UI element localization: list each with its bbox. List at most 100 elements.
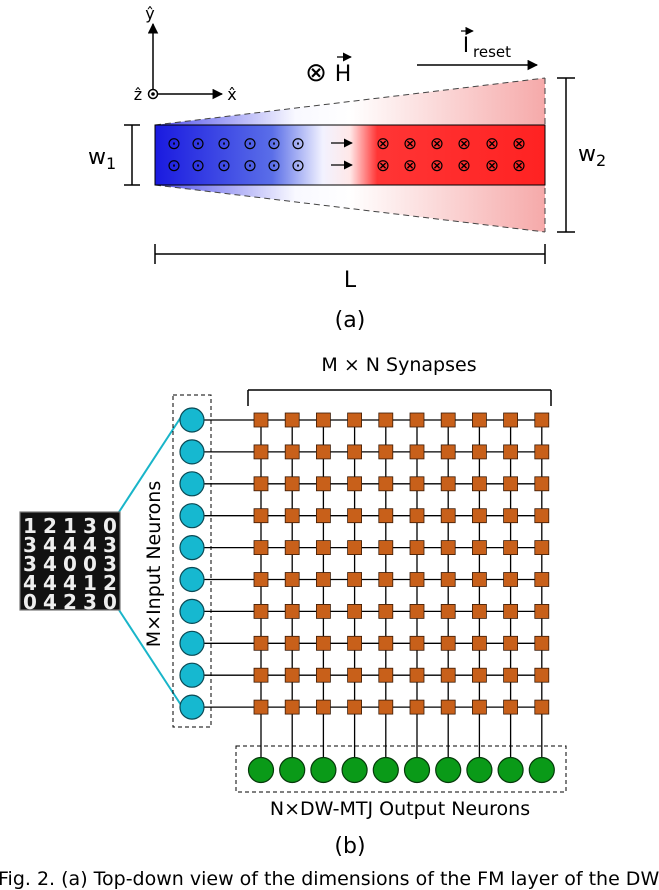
synapse-node	[347, 635, 363, 651]
synapse-node	[315, 604, 331, 619]
out-of-plane-dot-icon: ⊙	[243, 156, 257, 176]
digit-glyph: 4	[23, 571, 37, 595]
synapse-node	[409, 604, 425, 619]
synapse-node	[378, 667, 394, 683]
x-axis-label: x̂	[227, 85, 236, 104]
synapse-node	[378, 635, 394, 651]
reset-current-label: I reset	[417, 26, 539, 71]
synapse-node	[471, 667, 487, 683]
panel-a: ŷ x̂ ẑ ⊗ H I reset ⊙⊙⊙⊙⊙⊙⊗⊗⊗⊗⊗⊗⊙⊙⊙⊙⊙⊙⊗⊗⊗…	[88, 4, 606, 333]
out-of-plane-dot-icon: ⊙	[243, 134, 257, 154]
input-neuron	[179, 471, 205, 497]
synapse-node	[440, 572, 456, 587]
synapse-node	[471, 635, 487, 651]
digit-glyph: 3	[83, 590, 97, 614]
digit-glyph: 4	[63, 533, 77, 557]
synapse-node	[378, 604, 394, 619]
out-of-plane-dot-icon: ⊙	[191, 134, 205, 154]
input-neuron	[179, 662, 205, 688]
digit-glyph: 3	[83, 514, 97, 538]
synapse-node	[253, 508, 269, 524]
out-of-plane-dot-icon: ⊙	[217, 156, 231, 176]
synapse-node	[471, 540, 487, 555]
into-plane-cross-icon: ⊗	[485, 156, 499, 176]
out-of-plane-dot-icon: ⊙	[291, 134, 305, 154]
synapse-node	[378, 508, 394, 524]
into-plane-cross-icon: ⊗	[457, 134, 471, 154]
synapse-node	[315, 540, 331, 555]
digit-glyph: 4	[83, 533, 97, 557]
into-plane-cross-icon: ⊗	[403, 156, 417, 176]
synapses-bracket	[247, 389, 552, 406]
digit-glyph: 2	[63, 590, 77, 614]
input-neuron	[179, 407, 205, 433]
synapse-node	[409, 572, 425, 587]
into-plane-cross-icon: ⊗	[403, 134, 417, 154]
synapse-node	[534, 444, 550, 460]
synapse-node	[284, 572, 300, 587]
synapse-node	[534, 412, 550, 428]
synapse-node	[315, 572, 331, 587]
synapse-node	[378, 476, 394, 492]
synapse-node	[315, 635, 331, 651]
synapse-node	[440, 635, 456, 651]
synapse-node	[378, 572, 394, 587]
synapse-node	[534, 540, 550, 555]
synapse-node	[503, 604, 519, 619]
synapse-node	[409, 508, 425, 524]
synapse-node	[503, 476, 519, 492]
out-of-plane-dot-icon: ⊙	[217, 134, 231, 154]
digit-glyph: 1	[63, 514, 77, 538]
synapse-crossbar	[179, 407, 555, 784]
y-axis-label: ŷ	[145, 4, 154, 23]
synapse-node	[534, 476, 550, 492]
synapse-node	[409, 667, 425, 683]
synapse-node	[284, 508, 300, 524]
out-of-plane-dot-icon: ⊙	[291, 156, 305, 176]
synapse-node	[440, 476, 456, 492]
synapse-node	[503, 572, 519, 587]
output-neuron	[279, 756, 306, 784]
digit-glyph: 2	[103, 571, 117, 595]
synapse-node	[315, 476, 331, 492]
svg-text:w1: w1	[88, 145, 116, 173]
output-neuron	[310, 756, 337, 784]
into-plane-cross-icon: ⊗	[457, 156, 471, 176]
synapse-node	[347, 412, 363, 428]
input-neuron	[179, 598, 205, 625]
output-neuron	[341, 756, 368, 784]
synapse-node	[253, 699, 269, 715]
synapse-node	[378, 412, 394, 428]
magnetic-field-label: ⊗ H	[305, 52, 352, 88]
into-plane-cross-icon: ⊗	[485, 134, 499, 154]
digit-glyph: 3	[23, 552, 37, 576]
output-neuron	[403, 756, 431, 784]
synapse-node	[534, 635, 550, 651]
synapse-node	[440, 699, 456, 715]
synapse-node	[315, 667, 331, 683]
synapse-node	[284, 476, 300, 492]
out-of-plane-dot-icon: ⊙	[191, 156, 205, 176]
synapse-node	[347, 444, 363, 460]
panel-b-label: (b)	[334, 834, 365, 859]
digit-glyph: 1	[83, 571, 97, 595]
w2-label: w	[578, 142, 596, 167]
synapse-node	[440, 444, 456, 460]
field-h-label: H	[335, 62, 352, 87]
output-neurons-box	[235, 745, 567, 793]
synapse-node	[347, 540, 363, 555]
digit-glyph: 1	[23, 514, 37, 538]
into-plane-cross-icon: ⊗	[376, 134, 390, 154]
synapse-node	[503, 699, 519, 715]
synapse-node	[284, 604, 300, 619]
synapse-node	[253, 444, 269, 460]
out-of-plane-dot-icon: ⊙	[267, 134, 281, 154]
input-neurons-box	[172, 394, 212, 728]
synapses-label: M × N Synapses	[321, 354, 476, 376]
digit-glyph: 4	[43, 571, 57, 595]
input-neuron	[179, 439, 205, 465]
w1-subscript: 1	[106, 154, 116, 173]
synapse-node	[409, 412, 425, 428]
synapse-node	[378, 444, 394, 460]
